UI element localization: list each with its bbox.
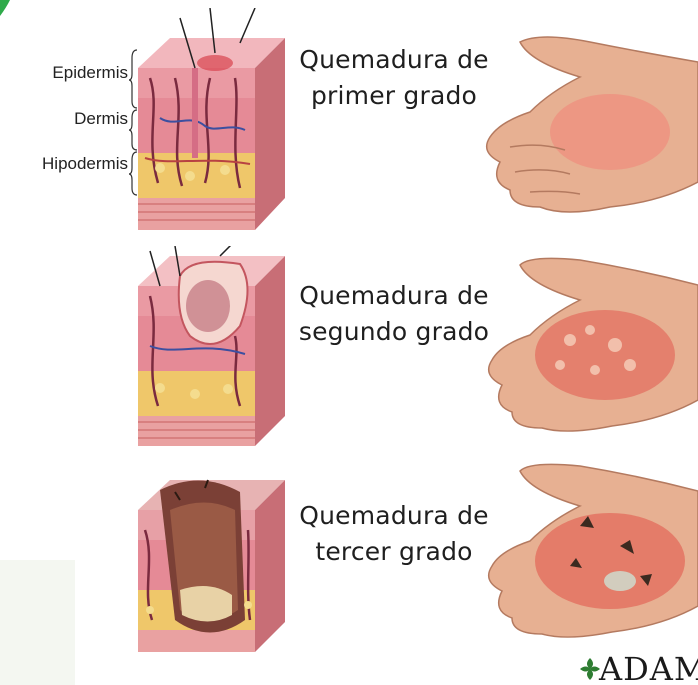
caption-line1: Quemadura de [296, 42, 492, 78]
caption-line1: Quemadura de [296, 278, 492, 314]
hand-second-degree [470, 250, 698, 435]
caption-line1: Quemadura de [296, 498, 492, 534]
caption-second-degree: Quemadura de segundo grado [296, 278, 492, 350]
caption-line2: tercer grado [296, 534, 492, 570]
skin-block-third-degree [120, 470, 290, 662]
label-epidermis: Epidermis [52, 64, 128, 81]
hand-first-degree [470, 22, 698, 222]
corner-green-mark [0, 0, 10, 16]
skin-block-first-degree [120, 8, 290, 238]
label-hypodermis: Hipodermis [42, 155, 128, 172]
skin-block-second-degree [120, 246, 290, 456]
hand-third-degree [470, 456, 698, 646]
adam-logo: ADAM [580, 648, 698, 685]
caption-line2: primer grado [296, 78, 492, 114]
background-tint [0, 560, 75, 685]
brand-text: ADAM [599, 650, 698, 685]
caption-line2: segundo grado [296, 314, 492, 350]
caption-first-degree: Quemadura de primer grado [296, 42, 492, 114]
leaf-icon [580, 658, 600, 680]
caption-third-degree: Quemadura de tercer grado [296, 498, 492, 570]
